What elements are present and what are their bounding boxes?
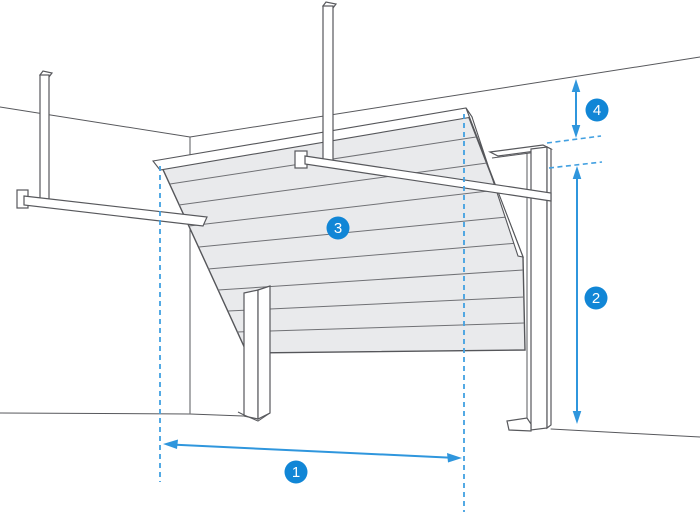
track-right-rail bbox=[304, 155, 552, 202]
headroom-dimension-arrow bbox=[571, 79, 581, 138]
track-left-rail bbox=[23, 195, 208, 227]
badge-2-height: 2 bbox=[584, 286, 608, 310]
frame-right-side-face bbox=[546, 146, 552, 430]
frame-right-front-face bbox=[530, 146, 548, 431]
badge-3-label: 3 bbox=[334, 220, 342, 237]
height-dimension-arrow bbox=[572, 166, 582, 424]
jamb-left-side-face bbox=[257, 285, 271, 420]
front-wall-ceiling-edge bbox=[189, 56, 700, 138]
door-right-rail bbox=[465, 107, 524, 258]
hanger-post-right bbox=[322, 5, 334, 162]
headroom-guide-upper bbox=[546, 135, 602, 144]
front-wall-floor-left bbox=[189, 413, 244, 417]
hanger-post-left bbox=[39, 74, 50, 204]
width-dimension-arrow bbox=[163, 439, 462, 463]
door-jamb-left bbox=[237, 285, 271, 422]
dimension-guides bbox=[159, 114, 603, 512]
arrow-head-up-icon bbox=[572, 166, 582, 179]
measurement-badges: 1 2 3 4 bbox=[284, 98, 609, 484]
ceiling-track-left bbox=[16, 189, 208, 227]
arrow-head-right-icon bbox=[447, 453, 462, 463]
badge-3-door-panel: 3 bbox=[326, 216, 350, 240]
ceiling-hanger-left bbox=[38, 70, 54, 204]
left-wall-floor-edge bbox=[0, 412, 191, 415]
jamb-left-foot bbox=[237, 411, 271, 422]
badge-1-width: 1 bbox=[284, 460, 308, 484]
left-wall-top-edge bbox=[0, 106, 191, 138]
badge-4-label: 4 bbox=[593, 102, 601, 119]
badge-1-label: 1 bbox=[292, 464, 300, 481]
arrow-head-up-icon bbox=[571, 79, 581, 92]
badge-2-label: 2 bbox=[592, 290, 600, 307]
ceiling-track-right bbox=[294, 1, 552, 202]
jamb-left-front-face bbox=[243, 289, 259, 420]
dimension-arrows bbox=[163, 79, 582, 463]
badge-4-headroom: 4 bbox=[585, 98, 609, 122]
arrow-head-left-icon bbox=[163, 439, 178, 449]
headroom-guide-lower bbox=[548, 161, 603, 169]
arrow-head-down-icon bbox=[571, 125, 581, 138]
arrow-head-down-icon bbox=[572, 411, 582, 424]
front-wall-floor-right bbox=[550, 428, 700, 438]
door-frame-right bbox=[487, 144, 554, 432]
frame-right-foot bbox=[506, 417, 532, 432]
